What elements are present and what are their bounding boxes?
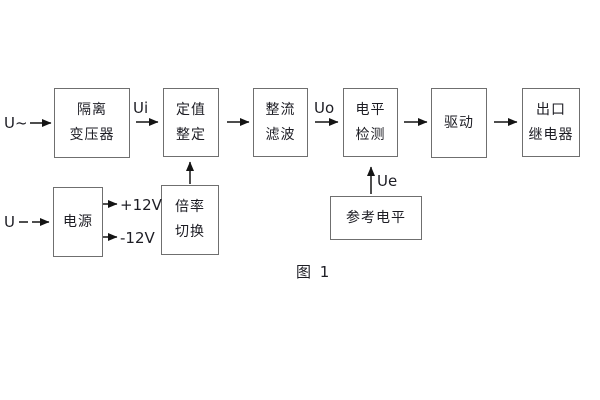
input-label-udc: U (4, 213, 15, 231)
signal-label-ue: Ue (377, 172, 398, 190)
block-level-detect: 电平 检测 (343, 88, 398, 157)
block-label-line: 滤波 (265, 126, 296, 143)
block-label-line: 电源 (63, 213, 93, 230)
block-setpoint-adjust: 定值 整定 (163, 88, 219, 157)
rail-label-pos12v: +12V (120, 196, 162, 214)
block-label-line: 整定 (176, 126, 206, 143)
block-label-line: 定值 (176, 101, 206, 118)
block-isolation-transformer: 隔离 变压器 (54, 88, 130, 158)
block-label-line: 参考电平 (346, 209, 406, 226)
signal-label-ui: Ui (133, 99, 149, 117)
block-label-line: 切换 (175, 224, 205, 240)
input-label-uac: U~ (4, 114, 28, 132)
block-label-line: 隔离 (77, 102, 107, 118)
block-label-line: 检测 (355, 126, 386, 143)
block-reference-level: 参考电平 (330, 196, 422, 240)
block-label-line: 出口 (536, 101, 566, 118)
block-label-line: 继电器 (528, 126, 574, 143)
block-label-line: 倍率 (175, 199, 205, 215)
block-label-line: 整流 (265, 101, 296, 118)
block-rectifier-filter: 整流 滤波 (253, 88, 308, 157)
block-drive: 驱动 (431, 88, 487, 158)
block-ratio-switch: 倍率 切换 (161, 185, 219, 255)
figure-caption: 图 1 (296, 263, 332, 281)
block-output-relay: 出口 继电器 (522, 88, 580, 157)
block-label-line: 驱动 (444, 114, 474, 131)
block-label-line: 电平 (355, 101, 386, 118)
rail-label-neg12v: -12V (120, 229, 155, 247)
block-power-supply: 电源 (53, 187, 103, 257)
signal-label-uo: Uo (314, 99, 335, 117)
block-label-line: 变压器 (69, 127, 115, 143)
